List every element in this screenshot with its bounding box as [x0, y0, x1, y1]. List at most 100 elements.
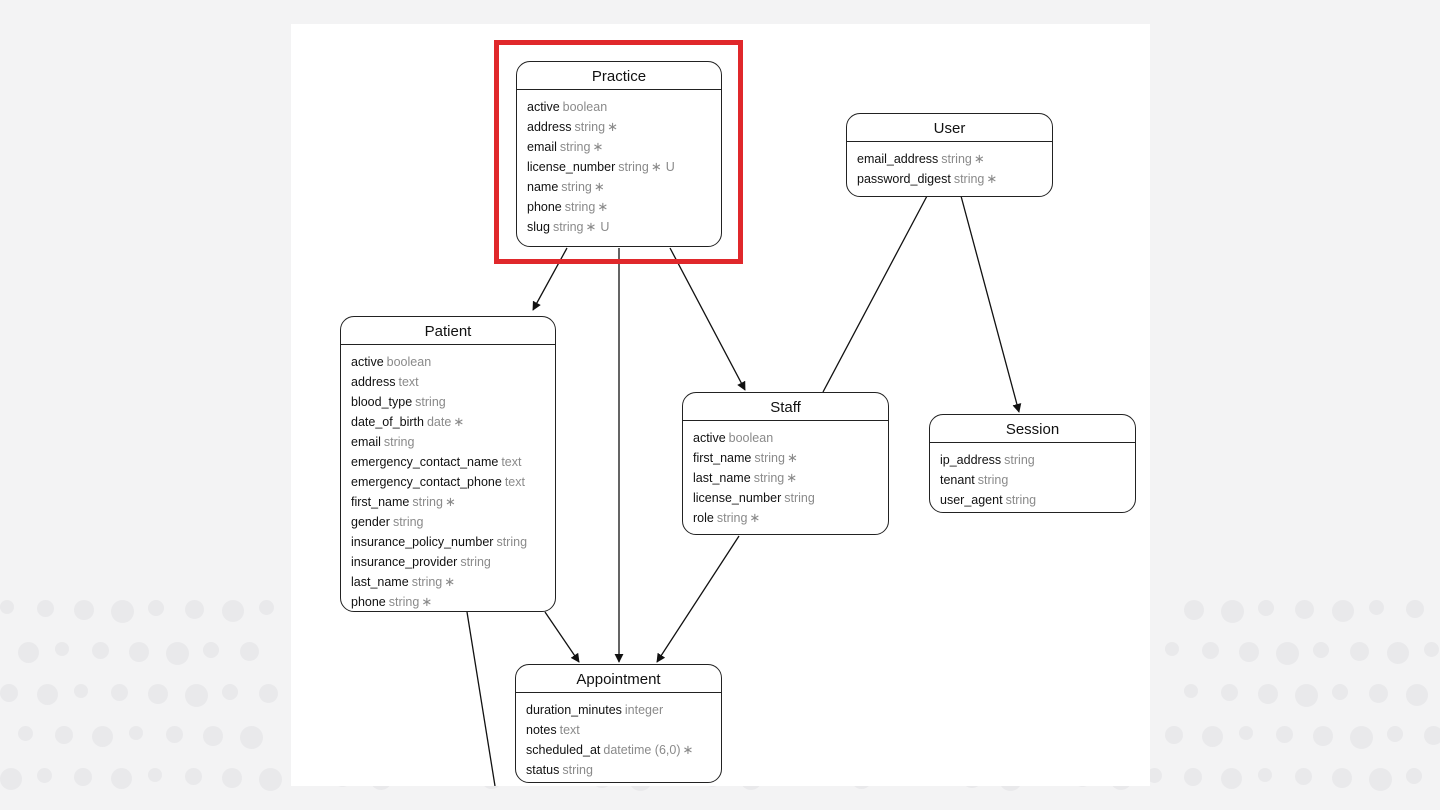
attr-type: string [753, 471, 785, 485]
pattern-dot [222, 600, 244, 622]
pattern-dot [1165, 726, 1183, 744]
pattern-dot [1406, 768, 1422, 784]
pattern-dot [185, 684, 208, 707]
required-marker: ∗ [597, 199, 609, 214]
required-marker: ∗ [444, 494, 456, 509]
attr-type: string [574, 120, 606, 134]
required-marker: ∗ [607, 119, 618, 134]
attr-type: boolean [728, 431, 774, 445]
pattern-dot [1184, 600, 1204, 620]
attr-name: insurance_provider [351, 555, 458, 569]
pattern-dot [1350, 642, 1369, 661]
edge-practice-staff [669, 247, 746, 391]
pattern-dot [1313, 726, 1333, 746]
required-marker: ∗ [650, 159, 662, 174]
required-marker: ∗ [592, 139, 604, 154]
pattern-dot [166, 642, 189, 665]
pattern-dot [1184, 768, 1202, 786]
unique-marker: U [665, 160, 675, 174]
pattern-dot [37, 684, 58, 705]
selection-highlight [494, 40, 743, 264]
pattern-dot [111, 684, 128, 701]
pattern-dot [0, 684, 18, 702]
attr-type: string [1004, 453, 1035, 467]
attr-name: emergency_contact_name [351, 455, 499, 469]
pattern-dot [166, 726, 183, 743]
attr-type: text [559, 723, 580, 737]
required-marker: ∗ [973, 151, 985, 166]
pattern-dot [1221, 600, 1244, 623]
pattern-dot [1406, 684, 1428, 706]
unique-marker: U [600, 220, 610, 234]
attr-type: string [412, 495, 443, 509]
attr-name: user_agent [940, 493, 1003, 507]
attr-type: string [1005, 493, 1037, 507]
attr-name: slug [527, 220, 550, 234]
attr-name: ip_address [940, 453, 1002, 467]
pattern-dot [129, 642, 149, 662]
pattern-dot [111, 768, 132, 789]
attr-type: string [562, 763, 593, 777]
attr-type: string [388, 595, 420, 609]
attr-name: email_address [857, 152, 939, 166]
attr-name: address [351, 375, 396, 389]
attr-name: active [693, 431, 726, 445]
required-marker: ∗ [682, 742, 694, 757]
attr-name: license_number [527, 160, 616, 174]
attr-type: string [383, 435, 415, 449]
pattern-dot [1350, 726, 1373, 749]
attr-type: string [411, 575, 443, 589]
attr-type: boolean [562, 100, 608, 114]
attr-type: text [398, 375, 419, 389]
pattern-dot [185, 768, 202, 785]
attr-type: string [977, 473, 1009, 487]
attr-type: string [953, 172, 985, 186]
entity-title: User [847, 114, 1052, 142]
attr-type: string [496, 535, 528, 549]
attr-type: string [552, 220, 584, 234]
attr-type: text [501, 455, 522, 469]
pattern-dot [74, 600, 94, 620]
edge-patient-appointment [544, 611, 580, 663]
required-marker: ∗ [986, 171, 998, 186]
attr-name: role [693, 511, 714, 525]
pattern-dot [1313, 642, 1329, 658]
required-marker: ∗ [749, 510, 761, 525]
attr-name: email [351, 435, 381, 449]
pattern-dot [259, 600, 274, 615]
required-marker: ∗ [786, 450, 798, 465]
pattern-dot [1424, 726, 1440, 745]
entity-title: Patient [341, 317, 555, 345]
pattern-dot [240, 642, 259, 661]
attr-name: emergency_contact_phone [351, 475, 502, 489]
entity-title: Practice [517, 62, 721, 90]
attr-name: password_digest [857, 172, 951, 186]
pattern-dot [1369, 684, 1388, 703]
pattern-dot [1332, 768, 1352, 788]
attr-name: license_number [693, 491, 782, 505]
attr-name: first_name [693, 451, 752, 465]
attr-type: string [559, 140, 591, 154]
attr-type: date [426, 415, 452, 429]
